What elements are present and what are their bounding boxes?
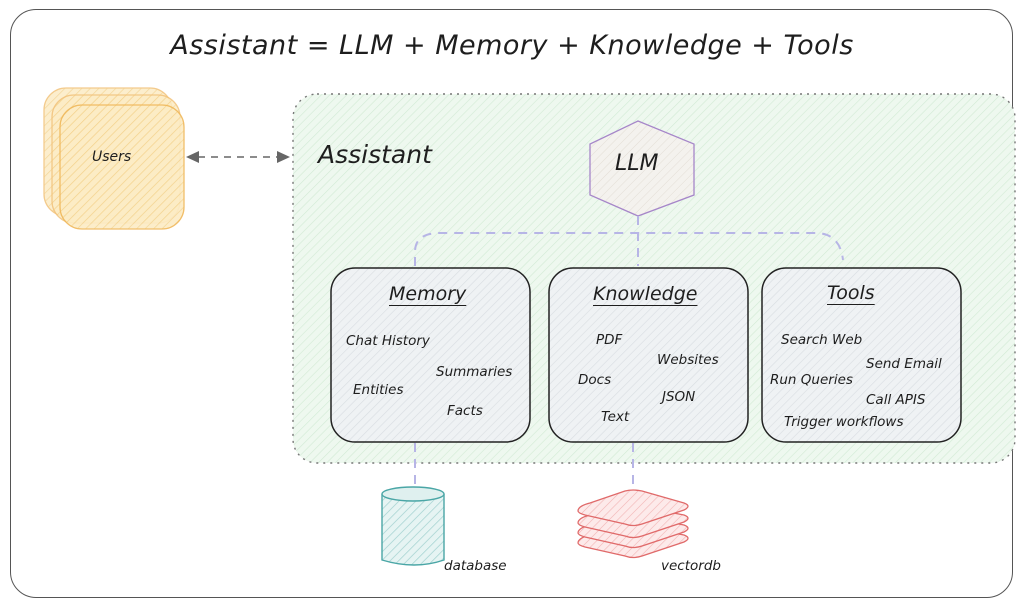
- knowledge-box[interactable]: [548, 267, 749, 443]
- users-node[interactable]: [43, 87, 185, 230]
- knowledge-item: Websites: [657, 352, 719, 368]
- users-assistant-arrow: [186, 151, 290, 163]
- memory-item: Summaries: [436, 364, 513, 380]
- tools-item: Trigger workflows: [784, 414, 904, 430]
- tools-title: Tools: [827, 282, 875, 304]
- llm-label: LLM: [615, 151, 659, 176]
- knowledge-item: Docs: [578, 372, 612, 388]
- memory-item: Facts: [447, 403, 483, 419]
- vectordb-icon[interactable]: [577, 489, 689, 559]
- database-icon[interactable]: [381, 486, 445, 566]
- database-label: database: [444, 558, 507, 574]
- llm-connectors: [414, 216, 844, 266]
- tools-box[interactable]: [761, 267, 962, 443]
- knowledge-item: JSON: [662, 389, 696, 405]
- assistant-label: Assistant: [318, 140, 432, 169]
- memory-box[interactable]: [330, 267, 531, 443]
- diagram-title: Assistant = LLM + Memory + Knowledge + T…: [170, 30, 854, 61]
- tools-item: Run Queries: [770, 372, 853, 388]
- tools-item: Send Email: [866, 356, 942, 372]
- knowledge-item: Text: [601, 409, 630, 425]
- knowledge-title: Knowledge: [593, 283, 698, 305]
- memory-item: Chat History: [346, 333, 430, 349]
- tools-item: Call APIS: [866, 392, 926, 408]
- memory-item: Entities: [353, 382, 404, 398]
- users-label: Users: [92, 149, 132, 165]
- knowledge-item: PDF: [596, 332, 623, 348]
- memory-title: Memory: [389, 283, 467, 305]
- storage-connectors: [414, 443, 634, 488]
- vectordb-label: vectordb: [661, 558, 721, 574]
- tools-item: Search Web: [781, 332, 863, 348]
